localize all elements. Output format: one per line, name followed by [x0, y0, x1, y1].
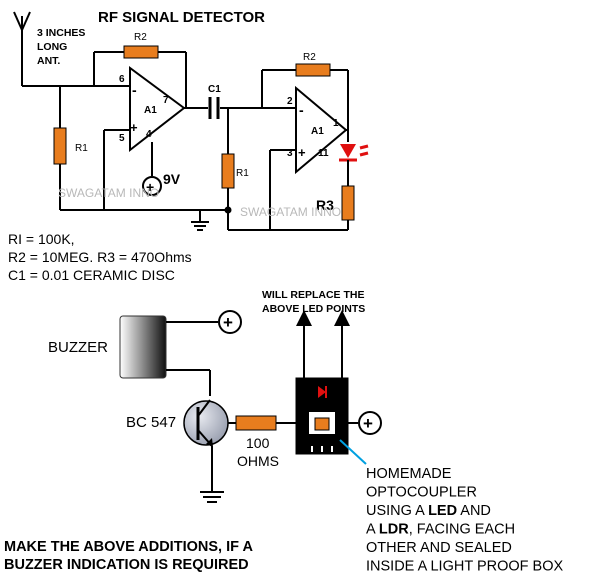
buzzer-label: BUZZER [48, 339, 108, 356]
r1-right-label: R1 [236, 168, 249, 179]
resistor-r2-right [295, 63, 331, 77]
optocoupler [295, 377, 349, 455]
watermark-2: SWAGATAM INNO [240, 205, 341, 219]
op2-pin2: 2 [287, 96, 293, 107]
op1-plus: + [130, 120, 138, 135]
ground-symbol-top [191, 210, 209, 231]
buzzer-plus: + [223, 313, 233, 332]
value-line-2: R2 = 10MEG. R3 = 470Ohms [8, 249, 192, 265]
op2-plus: + [298, 145, 306, 160]
optocoupler-note-line-4: A LDR, FACING EACH [366, 522, 515, 538]
r3-label: R3 [316, 197, 334, 213]
op1-pin7: 7 [163, 95, 169, 106]
op-amp-2 [295, 85, 348, 175]
footer-note-line1: MAKE THE ABOVE ADDITIONS, IF A [4, 539, 253, 555]
led-indicator [339, 144, 369, 162]
supply-label: 9V [163, 171, 181, 187]
optocoupler-note-line-6: INSIDE A LIGHT PROOF BOX [366, 559, 563, 575]
op1-minus: - [132, 82, 137, 98]
op-amp-1 [129, 66, 186, 153]
antenna-label-line3: ANT. [37, 55, 60, 67]
optocoupler-note-line-1: HOMEMADE [366, 466, 452, 482]
optocoupler-note: HOMEMADE OPTOCOUPLER USING A LED AND A LDR,… [366, 466, 563, 575]
watermark-1: SWAGATAM INNO [58, 186, 159, 200]
optocoupler-supply-terminal [358, 411, 382, 435]
replace-note-line2: ABOVE LED POINTS [262, 303, 365, 315]
resistor-r3 [341, 185, 355, 221]
optocoupler-note-line-2: OPTOCOUPLER [366, 485, 477, 501]
op2-pin11: 11 [318, 148, 329, 159]
r2-right-label: R2 [303, 52, 316, 63]
resistor-r1-right [221, 153, 235, 189]
note-pointer-line [339, 439, 367, 465]
junction-dot [224, 206, 232, 214]
antenna [13, 11, 31, 86]
resistor-100-ohms [235, 415, 277, 431]
optocoupler-note-line-5: OTHER AND SEALED [366, 540, 512, 556]
r1-left-label: R1 [75, 143, 88, 154]
resistor-value-line1: 100 [246, 435, 270, 451]
antenna-label-line1: 3 INCHES [37, 27, 85, 39]
optocoupler-note-line-3: USING A LED AND [366, 503, 491, 519]
transistor-label: BC 547 [126, 414, 176, 431]
optocoupler-plus: + [363, 414, 373, 433]
op1-label: A1 [144, 105, 157, 116]
resistor-value-line2: OHMS [237, 453, 279, 469]
op2-pin1: 1 [333, 118, 339, 129]
buzzer-supply-terminal [218, 310, 242, 334]
op2-label: A1 [311, 126, 324, 137]
resistor-r2-left [123, 45, 159, 59]
diagram-title: RF SIGNAL DETECTOR [98, 9, 265, 26]
replace-note-line1: WILL REPLACE THE [262, 289, 364, 301]
op1-pin6: 6 [119, 74, 125, 85]
supply-terminal-9v [142, 176, 162, 196]
antenna-label-line2: LONG [37, 41, 67, 53]
value-line-1: RI = 100K, [8, 231, 75, 247]
resistor-r1-left [53, 127, 67, 165]
supply-plus: + [146, 179, 154, 195]
c1-label: C1 [208, 84, 221, 95]
op2-minus: - [299, 102, 304, 118]
value-line-3: C1 = 0.01 CERAMIC DISC [8, 267, 175, 283]
footer-note-line2: BUZZER INDICATION IS REQUIRED [4, 557, 249, 573]
op2-pin3: 3 [287, 148, 293, 159]
buzzer [119, 315, 167, 379]
ground-symbol-bottom [200, 491, 224, 503]
r2-left-label: R2 [134, 32, 147, 43]
capacitor-c1 [208, 97, 220, 119]
op1-pin4: 4 [146, 129, 152, 140]
op1-pin5: 5 [119, 133, 125, 144]
